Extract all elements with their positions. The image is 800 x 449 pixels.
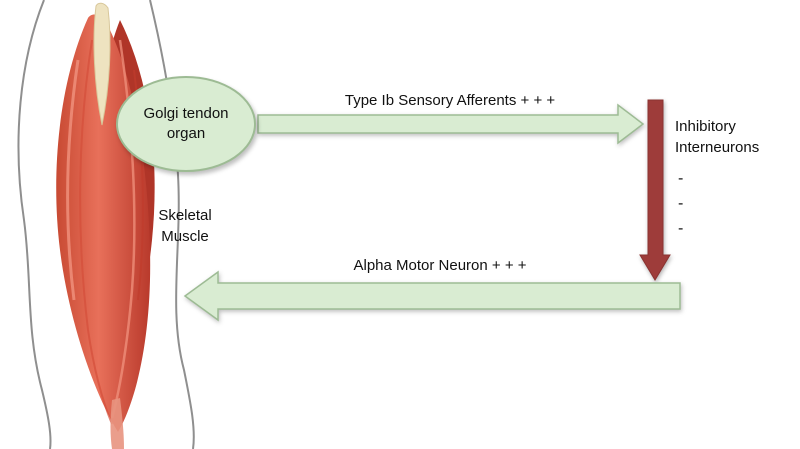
limb-outline-right	[149, 0, 195, 449]
muscle-striation	[66, 59, 80, 301]
lower-muscle-taper	[110, 398, 124, 449]
minus-sign: -	[678, 170, 684, 187]
sensory-afferent-label: Type Ib Sensory Afferents + + +	[344, 92, 556, 109]
skeletal-muscle-label: Skeletal Muscle	[138, 205, 232, 247]
minus-sign: -	[678, 220, 684, 237]
tendon-shape	[93, 2, 111, 126]
golgi-tendon-organ-node: Golgi tendon organ	[116, 76, 256, 172]
alpha-motor-neuron-arrow	[183, 270, 681, 322]
golgi-tendon-organ-label: Golgi tendon organ	[143, 105, 229, 142]
limb-outline-left	[17, 0, 52, 449]
alpha-motor-neuron-label: Alpha Motor Neuron + + +	[353, 257, 527, 274]
minus-sign: -	[678, 195, 684, 212]
muscle-striation	[79, 39, 113, 425]
skeletal-muscle-label-line1: Skeletal	[158, 207, 212, 224]
inhibitory-interneurons-label: Inhibitory Interneurons	[675, 116, 759, 158]
inhibitory-label-line1: Inhibitory	[675, 118, 736, 135]
sensory-afferent-arrow	[257, 103, 645, 145]
inhibitory-interneuron-arrow	[639, 99, 671, 281]
inhibitory-label-line2: Interneurons	[675, 139, 760, 156]
inhibition-minus-signs: - - -	[678, 166, 683, 241]
skeletal-muscle-label-line2: Muscle	[161, 228, 209, 245]
